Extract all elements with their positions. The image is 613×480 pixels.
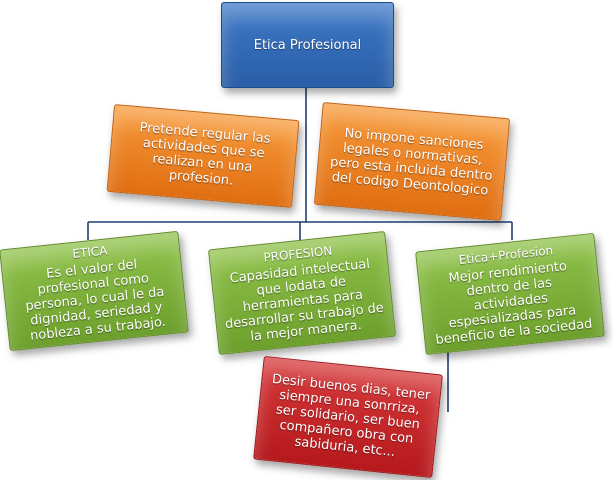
branch-etica: ETICA Es el valor del profesional como p…	[0, 230, 189, 352]
example-text: Desir buenos dias, tener siempre una son…	[271, 371, 431, 460]
note-left: Pretende regular las actividades que se …	[106, 104, 300, 208]
root-node: Etica Profesional	[221, 2, 394, 88]
branch-profesion: PROFESION Capasidad intelectual que loda…	[207, 230, 397, 356]
branch-etica-profesion: Etica+Profesion Mejor rendimiento dentro…	[415, 232, 605, 356]
root-label: Etica Profesional	[253, 37, 362, 53]
branch-etica-text: Es el valor del profesional como persona…	[24, 257, 167, 344]
branch-profesion-text: Capasidad intelectual que lodata de herr…	[224, 256, 385, 345]
note-right: No impone sanciones legales o normativas…	[313, 102, 511, 221]
note-right-text: No impone sanciones legales o normativas…	[329, 125, 494, 199]
branch-etica-profesion-text: Mejor rendimiento dentro de las activida…	[434, 258, 594, 348]
example-node: Desir buenos dias, tener siempre una son…	[253, 355, 443, 479]
branch-etica-title: ETICA	[71, 243, 109, 262]
note-left-text: Pretende regular las actividades que se …	[138, 120, 272, 189]
